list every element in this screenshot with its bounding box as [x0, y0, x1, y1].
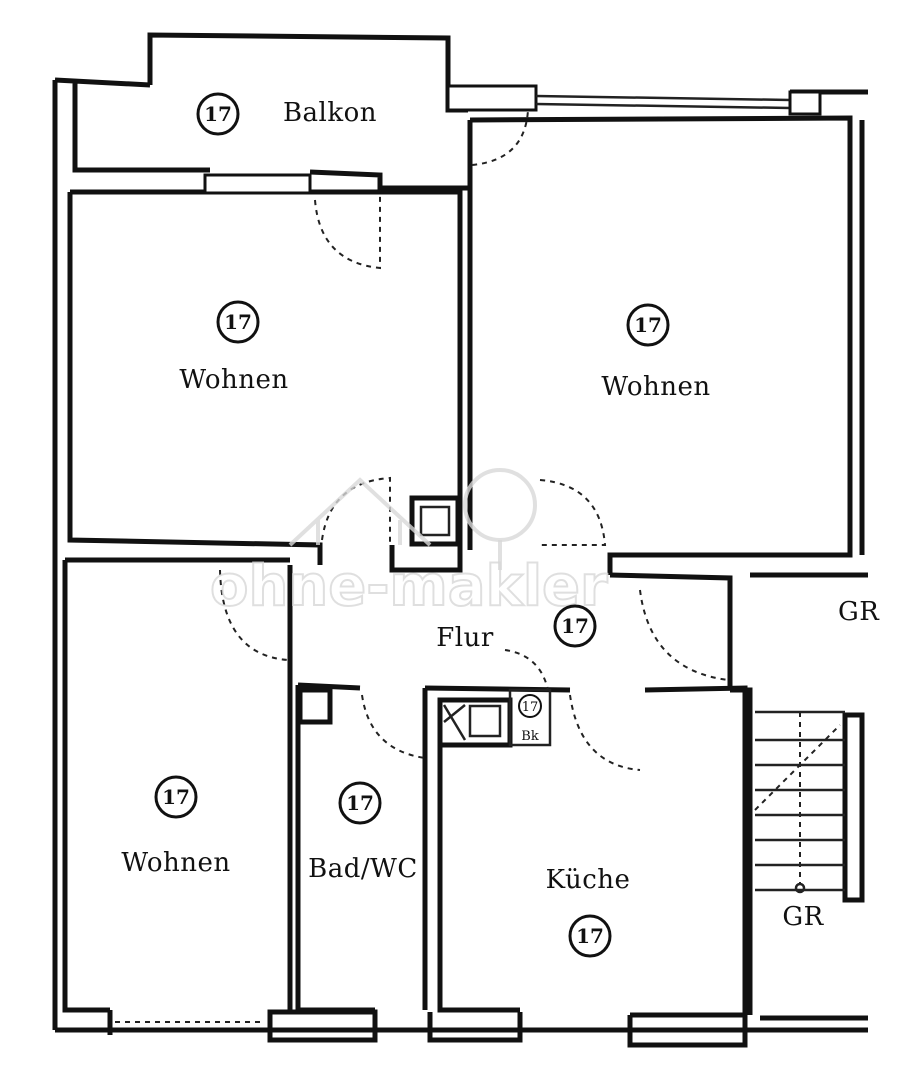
hallway-walls [62, 557, 868, 1013]
room-living-top-left: 17 Wohnen [179, 300, 288, 395]
outer-wall-bottom [55, 1009, 868, 1048]
room-label: Küche [546, 865, 631, 895]
room-label: Bad/WC [308, 854, 418, 884]
room-bathroom: 17 Bad/WC [308, 781, 418, 884]
room-label: Balkon [283, 98, 377, 128]
balcony-door-window [446, 84, 538, 112]
stairwell-label-top: GR [838, 597, 880, 627]
room-living-top-right: 17 Wohnen [601, 303, 710, 402]
room-top-right-walls [467, 115, 865, 575]
house-watermark-icon [288, 477, 432, 547]
room-label: Wohnen [601, 372, 710, 402]
window-top-left [203, 173, 312, 195]
door-top-left-bottom [321, 476, 391, 545]
room-label: Flur [436, 623, 494, 653]
room-label: Wohnen [179, 365, 288, 395]
room-label: Bk [521, 729, 539, 744]
room-utility: 17 Bk [508, 688, 552, 747]
door-bathroom [361, 694, 426, 759]
door-balcony [471, 109, 529, 166]
stairwell-label-bottom: GR [782, 902, 824, 932]
room-number: 17 [561, 614, 589, 638]
stair-direction [754, 712, 841, 885]
bathroom-shaft [297, 687, 333, 725]
room-number: 17 [576, 924, 604, 948]
door-swings [219, 109, 729, 771]
door-top-right-bottom [539, 479, 607, 546]
room-number: 17 [224, 310, 252, 334]
room-labels: 17 Balkon 17 Wohnen 17 Wohnen 17 Wohnen … [121, 92, 880, 958]
watermark-logo: ohne-makler [209, 468, 609, 620]
room-hallway: 17 Flur [436, 604, 597, 653]
room-balcony: 17 Balkon [196, 92, 377, 136]
room-top-left-walls [67, 189, 463, 565]
bathroom-walls [295, 682, 428, 1013]
balcony-wall [54, 32, 468, 191]
watermark-text: ohne-makler [210, 554, 608, 619]
door-kitchen [569, 694, 641, 771]
room-number: 17 [634, 313, 662, 337]
room-number: 17 [162, 785, 190, 809]
stair-walls [730, 687, 865, 1015]
room-label: Wohnen [121, 848, 230, 878]
room-number-ring [196, 92, 240, 136]
door-top-left-room [314, 195, 381, 270]
room-number: 17 [346, 791, 374, 815]
tree-watermark-icon [463, 468, 537, 542]
room-living-bottom-left: 17 Wohnen [121, 775, 230, 878]
chimney-block [409, 495, 461, 547]
walls [52, 32, 868, 1048]
door-bottom-left-room [219, 569, 289, 661]
room-number: 17 [204, 102, 232, 126]
room-kitchen: Küche 17 [546, 865, 631, 958]
window-top-right-frame [788, 90, 822, 116]
door-hallway-right [639, 589, 729, 681]
door-utility [504, 649, 549, 691]
window-top-right [535, 94, 791, 102]
room-number: 17 [522, 700, 539, 715]
